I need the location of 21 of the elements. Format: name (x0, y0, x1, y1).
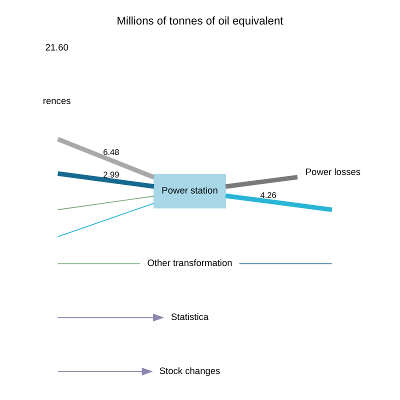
connector (57, 202, 154, 238)
label: 21.60 (45, 42, 68, 52)
arrow (57, 314, 164, 322)
node-text: Statistica (170, 312, 209, 322)
edge-label: 2.99 (103, 169, 120, 180)
connector (58, 171, 154, 189)
diagram-title: Millions of tonnes of oil equivalent (116, 15, 284, 28)
node-text: Power losses (305, 166, 361, 177)
arrow (57, 368, 153, 376)
node-text: Other transformation (147, 258, 232, 268)
connector (57, 196, 154, 210)
edge-label: 6.48 (103, 147, 120, 158)
node-text: Stock changes (159, 366, 220, 376)
connector (56, 136, 155, 180)
label: rences (42, 96, 71, 106)
connector (57, 263, 141, 264)
node-box: Power station (154, 174, 226, 208)
connector (225, 193, 332, 212)
connector (238, 263, 332, 264)
connector (225, 174, 298, 189)
edge-label: 4.26 (260, 190, 276, 200)
